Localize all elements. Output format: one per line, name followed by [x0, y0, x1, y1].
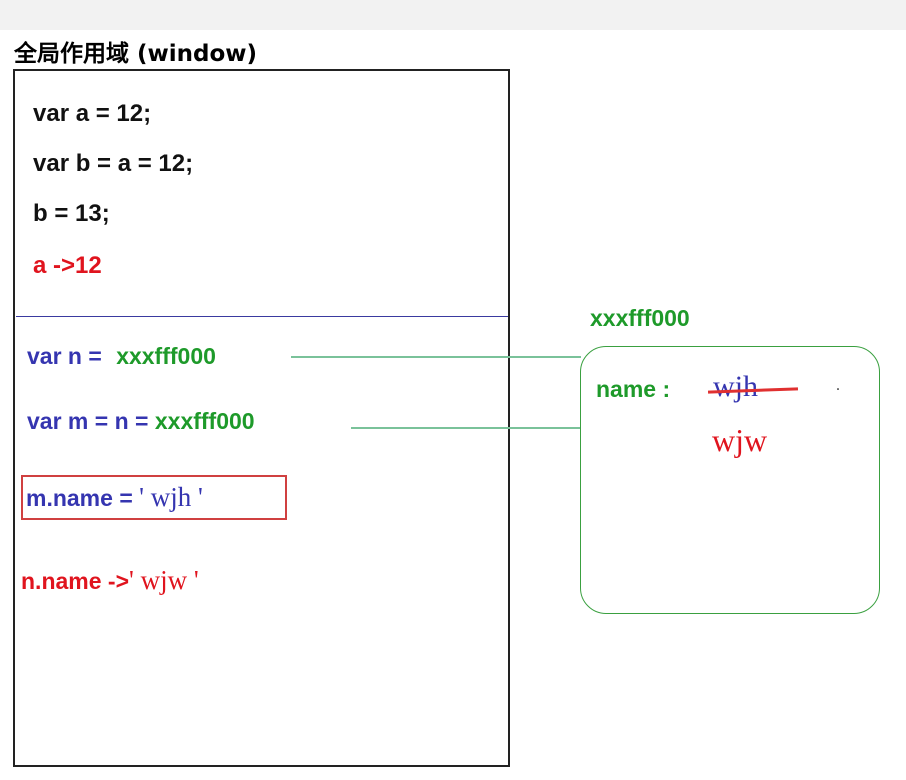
stray-dot: .	[836, 377, 840, 394]
var-n-declaration: var n =	[27, 343, 109, 369]
global-scope-box	[13, 69, 510, 767]
global-scope-title: 全局作用域 (window)	[14, 41, 258, 67]
m-name-value: ' wjh '	[139, 482, 203, 512]
n-name-result: n.name ->' wjw '	[21, 565, 199, 596]
code-line-b-assign: b = 13;	[33, 200, 110, 227]
connector-m-to-heap	[351, 427, 581, 429]
connector-n-to-heap	[291, 356, 581, 358]
n-name-prefix: n.name ->	[21, 568, 130, 594]
assignment-highlight-box	[21, 475, 287, 520]
var-m-declaration: var m = n =	[27, 408, 155, 434]
heap-old-value: wjh	[713, 370, 758, 403]
section-divider	[16, 316, 508, 317]
heap-new-value: wjw	[712, 422, 768, 458]
code-line-var-a: var a = 12;	[33, 100, 152, 127]
top-band	[0, 0, 906, 30]
code-line-var-b: var b = a = 12;	[33, 150, 194, 177]
m-name-prefix: m.name =	[26, 485, 140, 511]
heap-object-box	[580, 346, 880, 614]
heap-property-key: name :	[596, 376, 671, 402]
var-n-address: xxxfff000	[116, 343, 216, 369]
result-a: a ->12	[33, 252, 102, 279]
n-name-value: ' wjw '	[129, 565, 199, 595]
var-m-address: xxxfff000	[154, 408, 255, 434]
m-name-assignment: m.name = ' wjh '	[26, 482, 203, 513]
var-n-line: var n = xxxfff000	[27, 343, 216, 370]
var-m-line: var m = n = xxxfff000	[27, 408, 255, 435]
heap-address-label: xxxfff000	[590, 305, 690, 331]
